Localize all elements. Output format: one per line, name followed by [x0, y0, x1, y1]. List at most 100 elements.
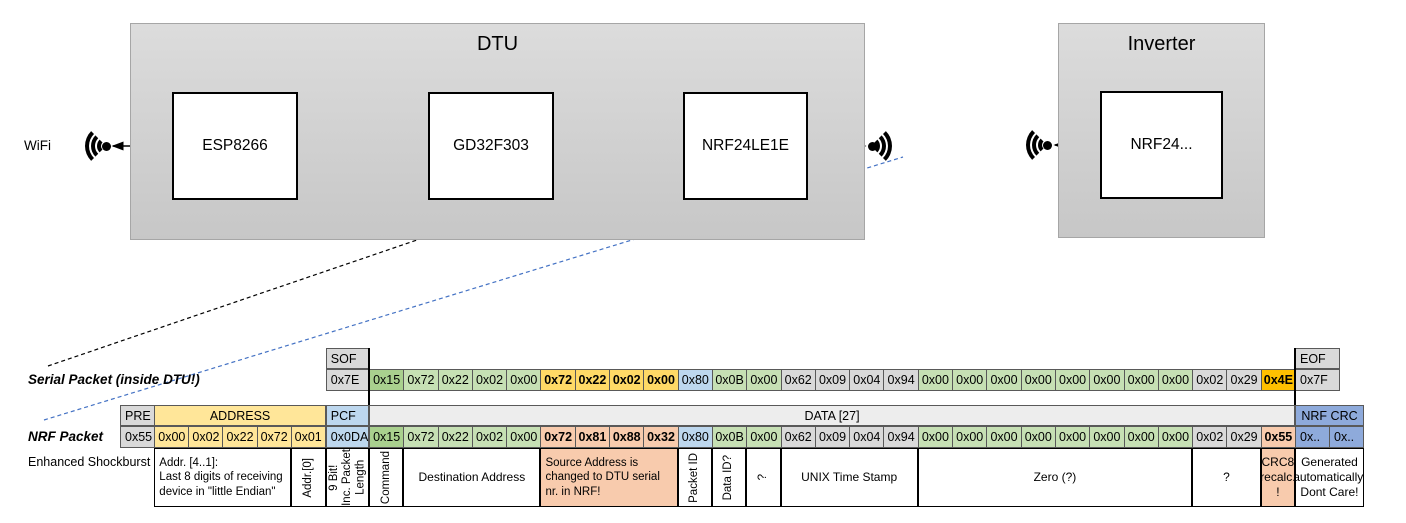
pcf-value: 0x0DA [325, 426, 369, 448]
serial-byte-cell: 0x00 [746, 369, 782, 391]
data-span-connector-right [1293, 348, 1297, 448]
nrf-data-cell: 0x55 [1260, 426, 1297, 448]
wifi-label: WiFi [24, 138, 51, 153]
sof-value: 0x7E [325, 369, 369, 391]
serial-byte-cell: 0x00 [1089, 369, 1125, 391]
nrf-crc-row: 0x..0x.. [1295, 426, 1364, 448]
serial-byte-cell: 0x0B [711, 369, 748, 391]
nrf-data-cell: 0x0B [711, 426, 748, 448]
data-header: DATA [27] [369, 405, 1295, 426]
dtu-title: DTU [476, 33, 519, 55]
nrf-data-cell: 0x09 [814, 426, 851, 448]
field-annotation: Data ID? [711, 448, 747, 507]
nrf-data-cell: 0x88 [609, 426, 645, 448]
nrf-data-cell: 0x00 [952, 426, 988, 448]
serial-byte-cell: 0x02 [609, 369, 645, 391]
nrf-data-cell: 0x00 [917, 426, 954, 448]
serial-byte-cell: 0x72 [403, 369, 439, 391]
nrf-data-cell: 0x02 [1192, 426, 1228, 448]
serial-byte-cell: 0x04 [849, 369, 885, 391]
field-annotation: Packet ID [677, 448, 712, 507]
nrf-data-cell: 0x00 [1020, 426, 1056, 448]
nrf-packet-label: NRF Packet [28, 429, 104, 444]
nrf-data-cell: 0x00 [1054, 426, 1091, 448]
sof-header: SOF [325, 348, 369, 369]
field-annotation: UNIX Time Stamp [780, 448, 918, 507]
field-annotation: 9 Bit! Inc. Packet Length [325, 448, 369, 507]
nrf-data-cell: 0x00 [1089, 426, 1125, 448]
serial-byte-cell: 0x4E [1260, 369, 1297, 391]
nrf-address-cell: 0x22 [222, 426, 258, 448]
nrf-address-cell: 0x02 [188, 426, 224, 448]
nrf-address-cell: 0x00 [154, 426, 190, 448]
field-annotation: Destination Address [403, 448, 541, 507]
chip-gd32f303: GD32F303 [428, 92, 554, 200]
serial-byte-cell: 0x02 [1192, 369, 1228, 391]
nrf-data-cell: 0x29 [1226, 426, 1262, 448]
serial-byte-cell: 0x62 [780, 369, 816, 391]
field-annotation: Addr. [4..1]: Last 8 digits of receiving… [154, 448, 292, 507]
nrf-address-cell: 0x72 [256, 426, 292, 448]
pcf-header: PCF [325, 405, 369, 426]
nrf-data-cell: 0x72 [540, 426, 576, 448]
serial-byte-cell: 0x22 [574, 369, 611, 391]
address-header: ADDRESS [154, 405, 326, 426]
field-annotation: CRC8 recalc. ! [1260, 448, 1295, 507]
serial-byte-cell: 0x02 [471, 369, 508, 391]
nrf-data-cell: 0x00 [1123, 426, 1159, 448]
serial-byte-cell: 0x72 [540, 369, 576, 391]
field-annotation: ? [746, 448, 781, 507]
serial-byte-cell: 0x00 [1020, 369, 1056, 391]
nrf-data-cell: 0x80 [677, 426, 713, 448]
nrf-data-cell: 0x00 [1157, 426, 1194, 448]
serial-byte-cell: 0x94 [883, 369, 919, 391]
nrf-address-cell: 0x01 [290, 426, 326, 448]
nrf-data-cell: 0x81 [574, 426, 611, 448]
serial-byte-cell: 0x00 [1157, 369, 1194, 391]
serial-packet-label: Serial Packet (inside DTU!) [28, 372, 200, 387]
serial-byte-cell: 0x00 [1054, 369, 1091, 391]
nrf-packet-sublabel: Enhanced Shockburst [28, 455, 151, 469]
nrf-data-cell: 0x04 [849, 426, 885, 448]
serial-byte-cell: 0x00 [986, 369, 1022, 391]
field-annotation: Zero (?) [917, 448, 1193, 507]
data-span-connector-left [367, 348, 370, 448]
serial-byte-cell: 0x00 [643, 369, 679, 391]
nrf-data-cell: 0x00 [746, 426, 782, 448]
chip-nrf24le1e: NRF24LE1E [683, 92, 808, 200]
field-annotation: ? [1192, 448, 1261, 507]
serial-byte-cell: 0x29 [1226, 369, 1262, 391]
field-annotation: Addr.[0] [291, 448, 326, 507]
field-annotations-row: Addr. [4..1]: Last 8 digits of receiving… [154, 448, 1364, 507]
serial-byte-cell: 0x00 [952, 369, 988, 391]
field-annotation: Command [368, 448, 404, 507]
serial-byte-cell: 0x09 [814, 369, 851, 391]
eof-value: 0x7F [1295, 369, 1340, 391]
pre-header: PRE [120, 405, 156, 426]
field-annotation: Source Address is changed to DTU serial … [540, 448, 678, 507]
serial-byte-cell: 0x80 [677, 369, 713, 391]
serial-byte-cell: 0x22 [437, 369, 473, 391]
nrf-data-cell: 0x00 [986, 426, 1022, 448]
nrf-data-cell: 0x00 [506, 426, 542, 448]
chip-esp8266: ESP8266 [172, 92, 298, 200]
nrf-data-cell: 0x72 [403, 426, 439, 448]
serial-byte-cell: 0x00 [917, 369, 954, 391]
serial-byte-cell: 0x00 [1123, 369, 1159, 391]
serial-byte-cell: 0x00 [506, 369, 542, 391]
nrf-data-cell: 0x02 [471, 426, 508, 448]
nrf-data-cell: 0x32 [643, 426, 679, 448]
nrf-data-cell: 0x94 [883, 426, 919, 448]
inverter-title: Inverter [1127, 33, 1196, 55]
nrf-data-cell: 0x15 [369, 426, 405, 448]
nrf-crc-cell: 0x.. [1295, 426, 1330, 448]
nrf-data-cell: 0x22 [437, 426, 473, 448]
nrf-data-cell: 0x62 [780, 426, 816, 448]
field-annotation: Generated automatically. Dont Care! [1295, 448, 1364, 507]
eof-header: EOF [1295, 348, 1340, 369]
pre-value: 0x55 [120, 426, 156, 448]
